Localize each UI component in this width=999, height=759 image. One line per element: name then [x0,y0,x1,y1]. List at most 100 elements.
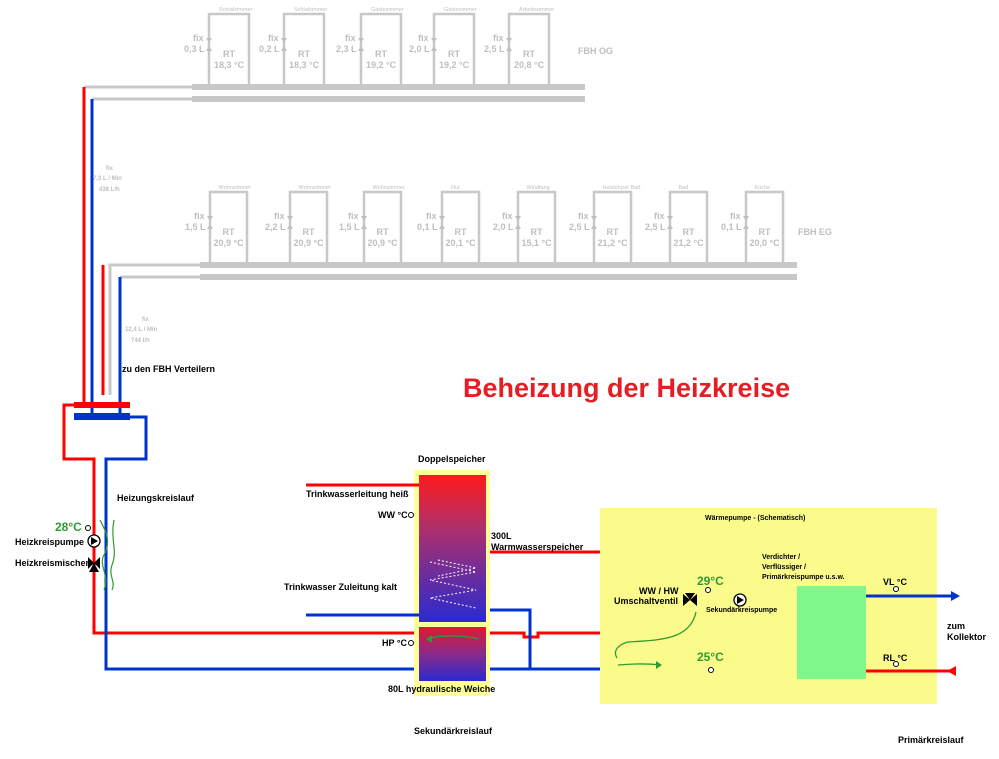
eg-supply-lmin: 12,4 L / Min [125,327,158,333]
og-supply-lh: 438 L/h [99,187,120,193]
og-room-temp-3: 19,2 °C [439,60,470,70]
og-room-fix-2: fix [345,33,356,43]
eg-room-temp-3: 20,1 °C [446,238,477,248]
eg-room-rt-4: RT [531,227,543,237]
og-room-flow-3: 2,0 L [409,44,430,54]
eg-room-name-7: Küche [755,185,771,191]
eg-room-temp-5: 21,2 °C [598,238,629,248]
eg-room-temp-2: 20,9 °C [368,238,399,248]
page-title: Beheizung der Heizkreise [463,373,790,403]
og-room-flow-0: 0,3 L [184,44,205,54]
compressor-label-2: Verflüssiger / [762,564,806,571]
compressor-label-3: Primärkreispumpe u.s.w. [762,574,845,581]
eg-room-rt-5: RT [607,227,619,237]
collector-label-1: zum [947,621,965,631]
og-room-temp-0: 18,3 °C [214,60,245,70]
secondary-circuit-label: Sekundärkreislauf [414,726,493,736]
eg-room-fix-1: fix [274,211,285,221]
og-label: FBH OG [578,46,613,56]
eg-room-flow-5: 2,5 L [569,222,590,232]
return-temp-annotation: 25°C [697,650,724,664]
og-room-name-1: Schlafzimmer [294,7,327,13]
og-room-flow-4: 2,5 L [484,44,505,54]
collector-label-2: Kollektor [947,632,987,642]
og-room-rt-1: RT [298,49,310,59]
eg-room-fix-2: fix [348,211,359,221]
eg-room-rt-2: RT [377,227,389,237]
og-room-temp-1: 18,3 °C [289,60,320,70]
heating-supply-line [62,403,692,639]
eg-room-temp-7: 20,0 °C [750,238,781,248]
eg-room-rt-6: RT [683,227,695,237]
valve-temp-annotation: 29°C [697,574,724,588]
tank-name-label: Warmwasserspeicher [491,542,584,552]
heating-circuit-label: Heizungskreislauf [117,493,195,503]
og-room-rt-2: RT [375,49,387,59]
eg-room-fix-6: fix [654,211,665,221]
og-room-fix-3: fix [418,33,429,43]
og-room-name-2: Gästezimmer [371,7,404,13]
storage-title: Doppelspeicher [418,454,486,464]
eg-room-rt-3: RT [455,227,467,237]
eg-room-rt-0: RT [223,227,235,237]
og-manifold-return [192,96,585,102]
og-room-name-3: Gästezimmer [444,7,477,13]
og-room-name-4: Arbeitszimmer [519,7,554,13]
valve-label-1: WW / HW [639,586,679,596]
arrow-right-icon [951,591,960,601]
eg-room-name-4: Windfang [527,185,550,191]
og-room-fix-4: fix [493,33,504,43]
eg-room-fix-3: fix [426,211,437,221]
eg-manifold-return [200,274,797,280]
og-room-fix-0: fix [193,33,204,43]
ww-sensor-label: WW °C [378,510,408,520]
eg-room-temp-1: 20,9 °C [294,238,325,248]
eg-room-name-0: Wohnzimmer [219,185,251,191]
og-room-rt-0: RT [223,49,235,59]
eg-room-name-3: Flur [451,185,461,191]
mixer-icon [88,557,94,569]
eg-room-flow-0: 1,5 L [185,222,206,232]
switch-valve-icon [683,594,690,606]
og-room-temp-2: 19,2 °C [366,60,397,70]
fbh-distributor-label: zu den FBH Verteilern [122,364,215,374]
pump-temp-annotation: 28°C [55,520,82,534]
hp-sensor-label: HP °C [382,638,407,648]
hot-water-tank [419,475,486,622]
og-room-rt-3: RT [448,49,460,59]
eg-room-rt-1: RT [303,227,315,237]
og-room-flow-2: 2,3 L [336,44,357,54]
eg-room-temp-4: 15,1 °C [522,238,553,248]
eg-room-fix-7: fix [730,211,741,221]
og-room-name-0: Schlafzimmer [219,7,252,13]
eg-supply-lh: 744 l/h [131,338,150,344]
eg-room-flow-6: 2,5 L [645,222,666,232]
eg-supply-fix: fix [142,317,150,323]
primary-circuit-label: Primärkreislauf [898,735,965,745]
heatpump-box [600,508,937,704]
eg-room-flow-3: 0,1 L [417,222,438,232]
secondary-pump-label: Sekundärkreispumpe [706,607,777,614]
tank-volume-label: 300L [491,531,512,541]
og-supply-fix: fix [106,166,114,172]
eg-room-temp-0: 20,9 °C [214,238,245,248]
pump-label: Heizkreispumpe [15,537,84,547]
eg-room-fix-4: fix [502,211,513,221]
heating-manifold-supply [74,402,130,408]
eg-room-name-1: Wohnzimmer [299,185,331,191]
eg-room-flow-1: 2,2 L [265,222,286,232]
